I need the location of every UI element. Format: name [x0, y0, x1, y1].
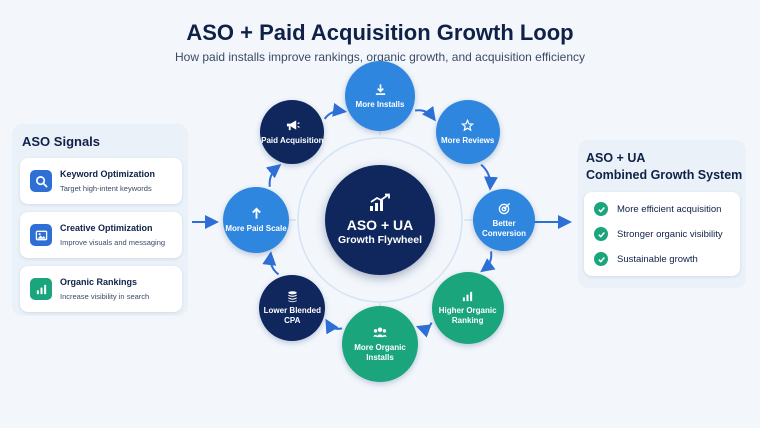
- signal-title: Keyword Optimization: [60, 169, 156, 179]
- search-icon: [30, 170, 52, 192]
- loop-arrow: [265, 163, 282, 187]
- users-icon: [372, 326, 388, 340]
- node-label: Paid Acquisition: [261, 135, 324, 145]
- node-more-paid-scale: More Paid Scale: [223, 187, 289, 253]
- node-paid-acquisition: Paid Acquisition: [260, 100, 325, 165]
- loop-arrow: [325, 318, 343, 335]
- heading-line-1: ASO + UA: [586, 151, 646, 165]
- loop-arrow: [480, 251, 496, 273]
- check-icon: [594, 202, 608, 216]
- signal-description: Target high-intent keywords: [60, 184, 152, 193]
- loop-arrow: [414, 105, 436, 122]
- signal-card-rankings: Organic Rankings Increase visibility in …: [20, 266, 182, 312]
- result-label: Sustainable growth: [617, 253, 698, 265]
- aso-signals-panel: ASO Signals Keyword Optimization Target …: [12, 124, 188, 316]
- download-icon: [374, 83, 387, 97]
- aso-signals-heading: ASO Signals: [22, 134, 101, 149]
- result-label: Stronger organic visibility: [617, 228, 723, 240]
- growth-flywheel-hub: ASO + UA Growth Flywheel: [325, 165, 435, 275]
- results-card: More efficient acquisition Stronger orga…: [584, 192, 740, 276]
- signal-title: Creative Optimization: [60, 223, 153, 233]
- result-item: Sustainable growth: [594, 251, 698, 267]
- node-more-organic-installs: More Organic Installs: [342, 306, 418, 382]
- loop-arrow: [415, 322, 433, 338]
- node-label: Higher Organic Ranking: [438, 306, 497, 326]
- check-icon: [594, 227, 608, 241]
- signal-card-creative: Creative Optimization Improve visuals an…: [20, 212, 182, 258]
- check-icon: [594, 252, 608, 266]
- inner-ring: [297, 137, 463, 303]
- node-label: More Installs: [355, 99, 405, 109]
- node-higher-organic-ranking: Higher Organic Ranking: [431, 271, 504, 344]
- node-more-installs: More Installs: [345, 61, 415, 131]
- coins-icon: [286, 289, 299, 303]
- node-label: More Paid Scale: [225, 223, 287, 233]
- loop-arrow: [323, 102, 348, 120]
- node-better-conversion: Better Conversion: [473, 189, 535, 251]
- page-subtitle: How paid installs improve rankings, orga…: [175, 50, 585, 64]
- result-item: More efficient acquisition: [594, 201, 721, 217]
- result-item: Stronger organic visibility: [594, 226, 723, 242]
- megaphone-icon: [285, 119, 300, 133]
- signal-description: Improve visuals and messaging: [60, 238, 166, 247]
- node-label: Better Conversion: [481, 218, 526, 238]
- combined-system-panel: ASO + UA Combined Growth System More eff…: [578, 140, 746, 288]
- bar-chart-icon: [461, 289, 474, 303]
- result-label: More efficient acquisition: [617, 203, 722, 215]
- combined-system-heading: ASO + UA Combined Growth System: [586, 150, 742, 184]
- node-more-reviews: More Reviews: [435, 100, 500, 165]
- node-label: More Reviews: [440, 135, 495, 145]
- node-label: More Organic Installs: [354, 342, 406, 362]
- signal-title: Organic Rankings: [60, 277, 138, 287]
- heading-line-2: Combined Growth System: [586, 168, 743, 182]
- loop-arrow: [480, 163, 498, 191]
- loop-arrows: [262, 102, 498, 338]
- loop-arrow: [262, 251, 280, 276]
- page-title: ASO + Paid Acquisition Growth Loop: [186, 20, 574, 45]
- arrow-up-icon: [250, 207, 263, 221]
- hub-title: ASO + UA: [346, 217, 414, 233]
- target-icon: [498, 202, 511, 216]
- hub-subtitle: Growth Flywheel: [337, 234, 422, 246]
- bar-chart-icon: [30, 278, 52, 300]
- node-label: Lower Blended CPA: [263, 306, 321, 326]
- star-icon: [461, 119, 475, 133]
- trending-up-icon: [368, 193, 392, 213]
- node-lower-blended-cpa: Lower Blended CPA: [259, 274, 326, 341]
- signal-description: Increase visibility in search: [60, 292, 150, 301]
- signal-card-keyword: Keyword Optimization Target high-intent …: [20, 158, 182, 204]
- image-icon: [30, 224, 52, 246]
